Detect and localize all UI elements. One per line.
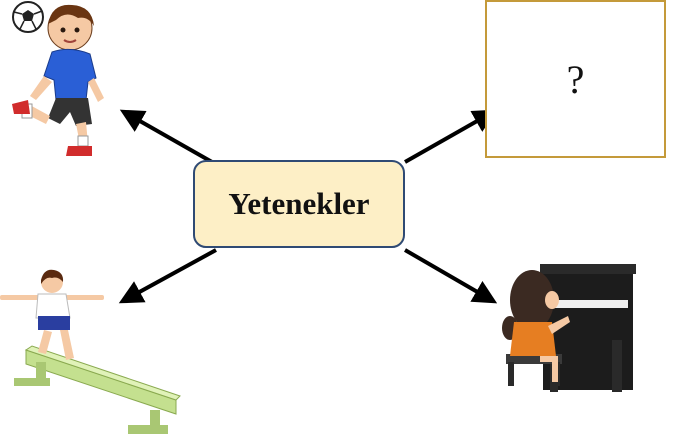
center-topic-box: Yetenekler bbox=[193, 160, 405, 248]
center-topic-label: Yetenekler bbox=[228, 186, 370, 221]
unknown-skill-box: ? bbox=[485, 0, 666, 158]
soccer-player-illustration bbox=[12, 1, 104, 156]
arrow-to-unknown bbox=[404, 109, 498, 164]
arrow-to-gymnastics bbox=[118, 248, 217, 304]
unknown-skill-label: ? bbox=[566, 56, 585, 102]
balance-beam-illustration bbox=[0, 269, 181, 434]
arrow-to-piano bbox=[403, 248, 498, 304]
arrow-to-soccer bbox=[119, 109, 213, 164]
piano-player-illustration bbox=[502, 264, 636, 392]
